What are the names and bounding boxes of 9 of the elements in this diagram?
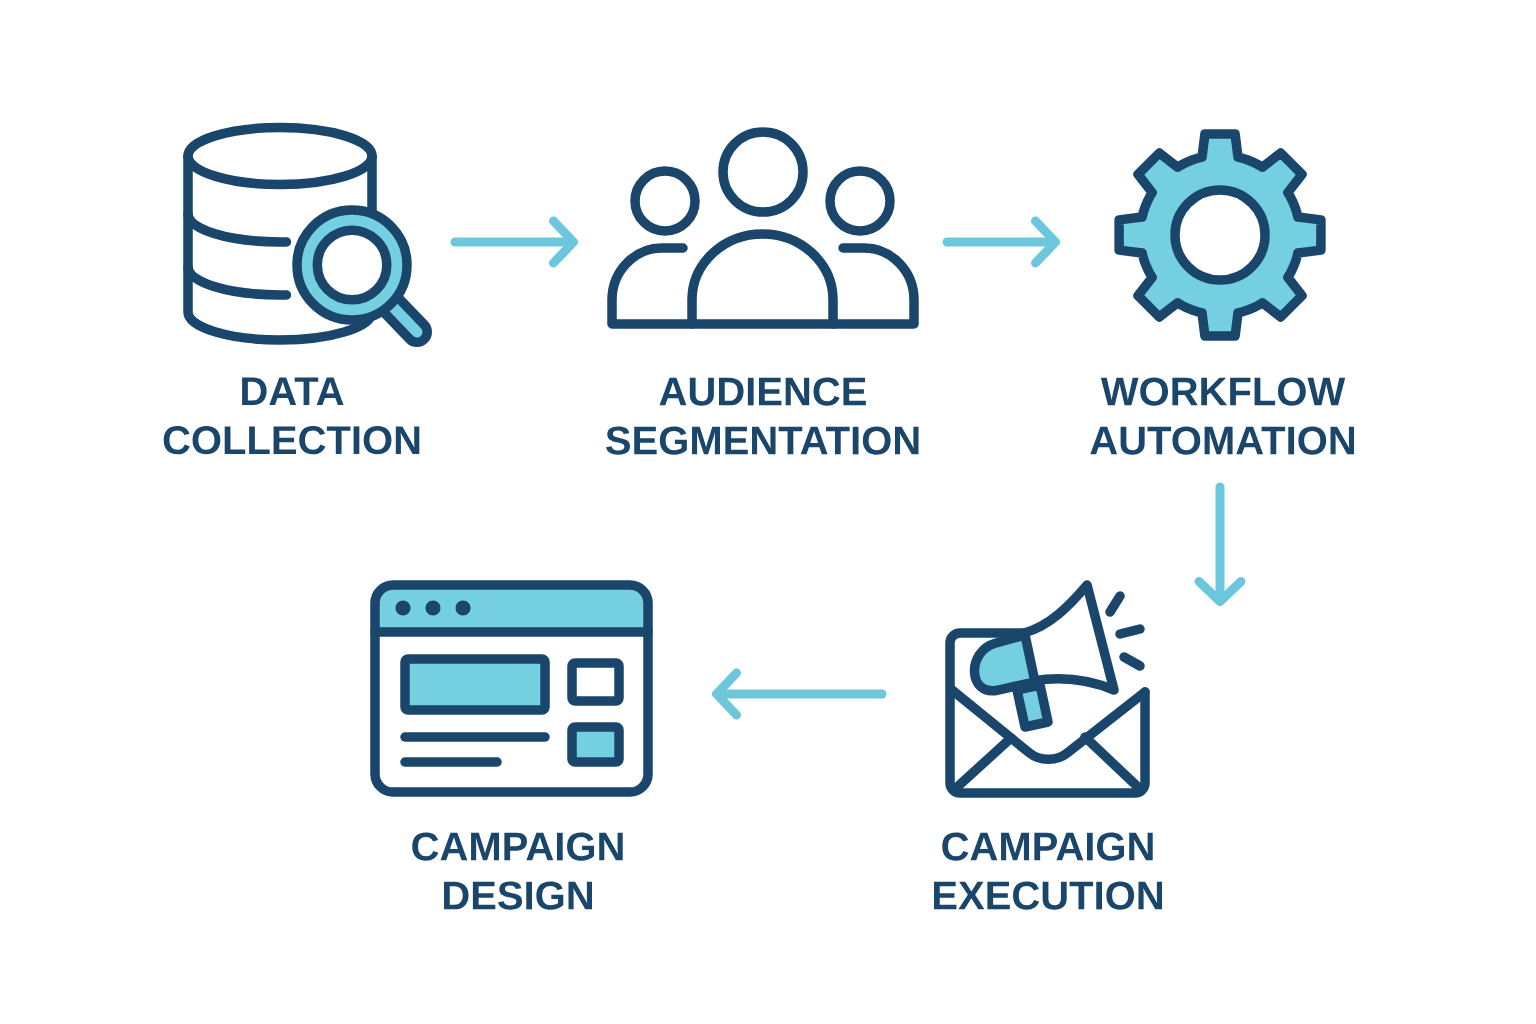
step-label: AUDIENCE SEGMENTATION: [606, 377, 919, 455]
arrow: [712, 668, 887, 720]
step-label: CAMPAIGN DESIGN: [412, 832, 623, 910]
arrow: [942, 216, 1060, 268]
arrow: [450, 216, 578, 268]
arrow: [1194, 482, 1246, 606]
step-label: WORKFLOW AUTOMATION: [1090, 377, 1355, 455]
step-label: DATA COLLECTION: [163, 377, 420, 455]
step-label: CAMPAIGN EXECUTION: [934, 832, 1162, 910]
